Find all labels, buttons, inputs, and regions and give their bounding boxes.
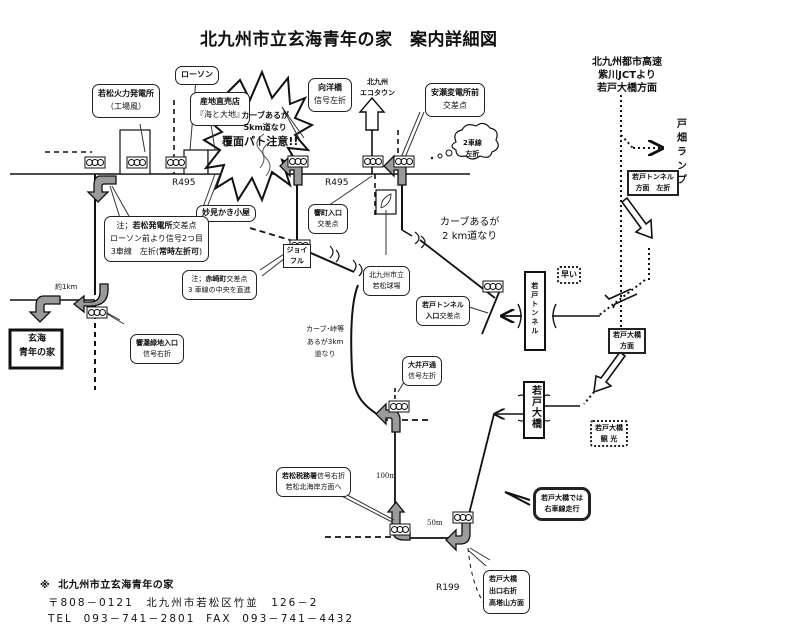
callout-mukaiyo: 向洋橋 信号左折 — [308, 78, 352, 112]
wakato-bridge-box — [523, 381, 545, 439]
two-lane-left-note: 2車線 左折 — [463, 139, 482, 158]
wakato-bridge-label: 若戸大橋 — [529, 385, 541, 429]
traffic-signal-icon — [86, 306, 108, 319]
traffic-signal-icon — [362, 155, 384, 168]
turn-arrow-bridge-exit — [445, 519, 471, 552]
wakato-tunnel-label: 若戸トンネル — [530, 282, 539, 336]
callout-wakato-tunnel-entrance: 若戸トンネル 入口交差点 — [416, 296, 470, 327]
ecotown-arrow — [358, 96, 386, 131]
turn-arrow-west — [28, 295, 61, 323]
callout-myoken-oyster: 妙見かき小屋 — [196, 205, 256, 222]
fax-number: 093－741－4432 — [242, 613, 355, 625]
distance-1km: 約1km — [55, 283, 78, 291]
tobata-ramp-label: 戸畑ランプ — [674, 118, 686, 188]
callout-hibikimachi: 響町入口 交差点 — [308, 204, 348, 235]
callout-power-plant: 若松火力発電所 （工場風） — [92, 84, 160, 118]
callout-akasakimachi: 注；赤崎町交差点 3 車線の中央を直進 — [182, 270, 257, 301]
destination-label: 玄海 青年の家 — [18, 334, 55, 358]
wakato-bridge-sightseeing: 若戸大橋 観 光 — [590, 420, 628, 447]
callout-lawson: ローソン — [175, 66, 219, 85]
callout-direct-shop: 産地直売店 『海と大地』 — [190, 92, 250, 126]
callout-oido: 大井戸通 信号左折 — [402, 356, 442, 387]
distance-50m: 50m — [427, 519, 443, 527]
wakato-bridge-direction-sign: 若戸大橋 方面 — [608, 328, 646, 355]
page-title: 北九州市立玄海青年の家 案内詳細図 — [200, 30, 498, 50]
highway-arrow-1 — [620, 196, 653, 240]
thought-bubble — [451, 122, 499, 160]
footer-facility-name: ※ 北九州市立玄海青年の家 — [40, 580, 174, 591]
callout-baseball-field: 北九州市立 若松球場 — [363, 266, 410, 297]
highway-note: 北九州都市高速 紫川JCTより 若戸大橋方面 — [592, 57, 662, 94]
ecotown-label: 北九州 エコタウン — [360, 78, 395, 97]
footer-contact: TEL 093－741－2801 FAX 093－741－4432 — [48, 613, 355, 625]
road-label-r199: R199 — [436, 583, 460, 593]
callout-hibiki-ryokuchi: 響灘緑地入口 信号右折 — [130, 334, 184, 365]
callout-tax-office: 若松税務署信号右折 若松北海岸方面へ — [276, 467, 351, 498]
traffic-signal-icon — [388, 400, 410, 413]
traffic-signal-icon — [84, 156, 106, 169]
road-label-r495-left: R495 — [172, 178, 196, 188]
distance-100m: 100m — [376, 472, 396, 480]
wakato-tunnel-left-sign: 若戸トンネル 方面 左折 — [627, 170, 679, 197]
curve-warning: カーブあるが 5km道なり 覆面パト注意!! — [222, 111, 299, 148]
hayai-note: 早い — [557, 266, 581, 284]
traffic-signal-icon — [452, 511, 474, 524]
curve-2km-note: カーブあるが 2 km道なり — [440, 217, 500, 242]
curve-3km-note: カーブ･峠等 あるが3km 道なり — [306, 325, 345, 359]
traffic-signal-icon — [393, 155, 415, 168]
wakato-tunnel-box — [524, 271, 546, 351]
destination-box — [8, 328, 64, 370]
callout-power-plant-intersection: 注；若松発電所交差点 ローソン前より信号2つ目 3車線 左折(常時左折可) — [104, 216, 209, 263]
traffic-signal-icon — [165, 156, 187, 169]
callout-right-lane: 若戸大橋では 右車線走行 — [533, 487, 591, 522]
callout-anse-substation: 安瀬変電所前 交差点 — [425, 83, 485, 117]
road-label-r495-right: R495 — [325, 178, 349, 188]
joyful-store: ジョイ フル — [283, 244, 311, 269]
callout-bridge-exit: 若戸大橋 出口右折 高塔山方面 — [483, 570, 530, 614]
traffic-signal-icon — [389, 523, 411, 536]
traffic-signal-icon — [287, 155, 309, 168]
traffic-signal-icon — [482, 280, 504, 293]
highway-arrow-2 — [593, 350, 627, 394]
phone-number: 093－741－2801 — [83, 613, 196, 625]
turn-arrow-hibiki — [72, 283, 109, 314]
footer-address: 〒808－0121 北九州市若松区竹並 126－2 — [48, 597, 319, 609]
traffic-signal-icon — [126, 156, 148, 169]
turn-arrow-power-plant — [86, 175, 117, 203]
